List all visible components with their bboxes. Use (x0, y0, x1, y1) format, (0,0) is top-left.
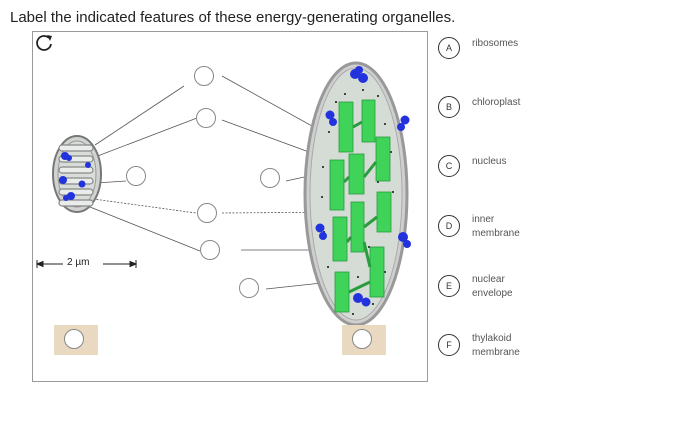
option-label-line1: nuclear (472, 274, 505, 285)
option-f[interactable]: F thylakoid membrane (438, 332, 638, 362)
drop-target-2[interactable] (196, 108, 216, 128)
scale-bar (35, 260, 138, 268)
option-label-line1: inner (472, 214, 495, 225)
option-d[interactable]: D inner membrane (438, 213, 638, 243)
organelle-label-tray-right (342, 325, 386, 355)
chloroplast (303, 61, 411, 327)
drop-target-3[interactable] (126, 166, 146, 186)
drop-target-6[interactable] (200, 240, 220, 260)
option-letter: D (438, 215, 460, 237)
option-b[interactable]: B chloroplast (438, 94, 638, 124)
scale-label: 2 µm (67, 257, 90, 268)
option-letter: E (438, 275, 460, 297)
option-label-line2: membrane (472, 347, 520, 358)
question-text: Label the indicated features of these en… (10, 9, 456, 26)
drop-target-7[interactable] (239, 278, 259, 298)
mitochondrion (52, 135, 102, 213)
option-c[interactable]: C nucleus (438, 153, 638, 183)
drop-target-mitochondrion-name[interactable] (64, 329, 84, 349)
drop-target-5[interactable] (197, 203, 217, 223)
option-e[interactable]: E nuclear envelope (438, 273, 638, 303)
drop-target-chloroplast-name[interactable] (352, 329, 372, 349)
option-label: thylakoid membrane (472, 332, 520, 360)
organelle-label-tray-left (54, 325, 98, 355)
option-letter: F (438, 334, 460, 356)
reset-icon[interactable] (33, 32, 55, 54)
option-label-line2: membrane (472, 228, 520, 239)
diagram-panel: 2 µm (32, 31, 428, 382)
option-label: inner membrane (472, 213, 520, 241)
option-label: nucleus (472, 156, 507, 167)
option-label-line1: thylakoid (472, 333, 512, 344)
organelle-diagram (35, 61, 411, 327)
drop-target-4[interactable] (260, 168, 280, 188)
option-label: nuclear envelope (472, 273, 513, 301)
option-letter: A (438, 37, 460, 59)
option-letter: C (438, 155, 460, 177)
option-label: chloroplast (472, 97, 521, 108)
option-a[interactable]: A ribosomes (438, 35, 638, 65)
option-label: ribosomes (472, 38, 519, 49)
option-letter: B (438, 96, 460, 118)
option-label-line2: envelope (472, 288, 513, 299)
drop-target-1[interactable] (194, 66, 214, 86)
